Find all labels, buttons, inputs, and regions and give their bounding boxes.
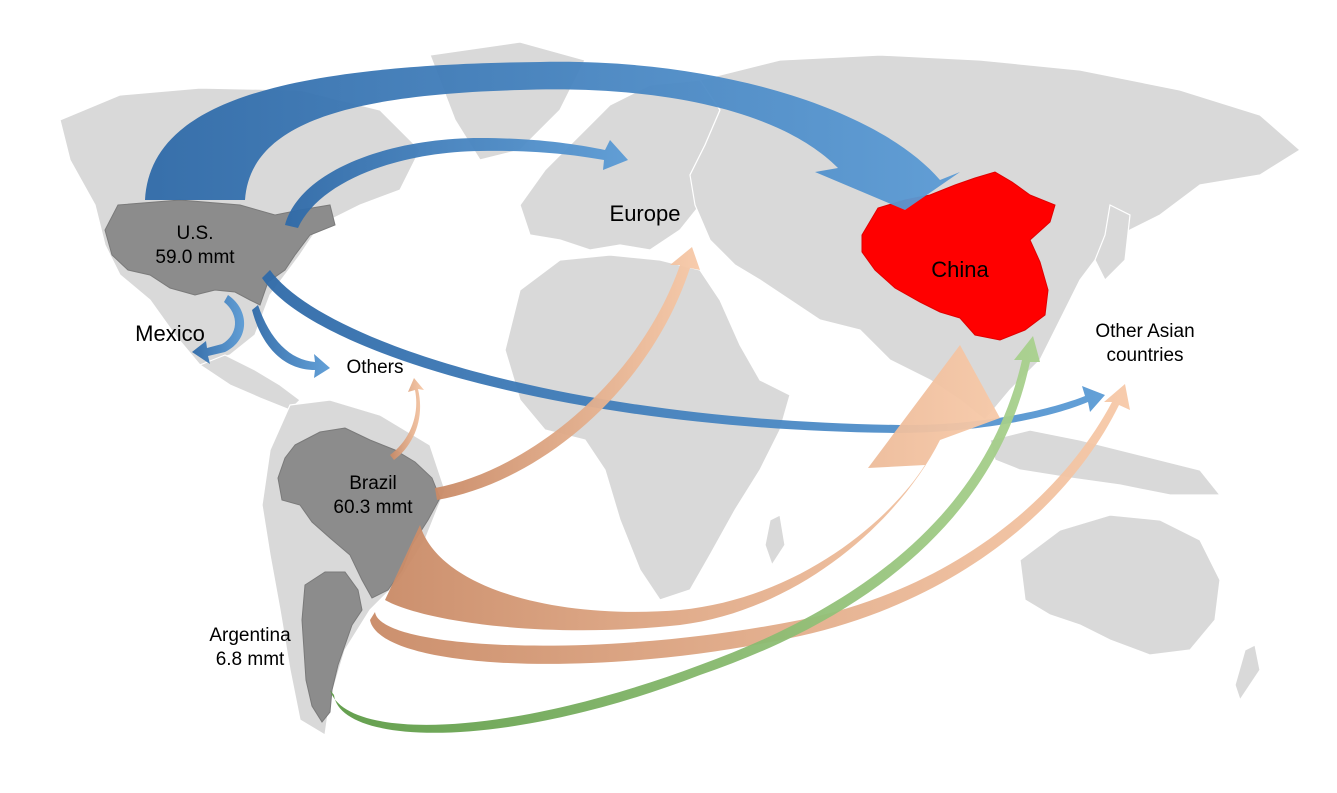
brazil-to-china-arrow [385,345,1000,631]
new-zealand-shape [1234,644,1261,702]
argentina-name: Argentina [209,625,291,646]
china-label: China [931,257,989,282]
china-shape [861,171,1056,341]
argentina-label: Argentina 6.8 mmt [190,624,310,672]
us-to-mexico-arrow [192,295,245,364]
brazil-name: Brazil [349,473,397,494]
argentina-shape [301,571,363,723]
us-name: U.S. [176,223,214,244]
australia-shape [1019,514,1221,656]
southeast-asia-islands-shape [989,429,1222,496]
others-label: Others [346,357,404,378]
central-america-shape [198,354,301,411]
us-to-europe-arrow [285,138,628,228]
argentina-volume: 6.8 mmt [215,649,285,670]
other-asian-line1: Other Asian [1095,321,1195,342]
us-volume: 59.0 mmt [155,247,235,268]
madagascar-shape [764,514,786,567]
europe-label: Europe [609,201,681,226]
brazil-label: Brazil 60.3 mmt [318,472,428,520]
mexico-label: Mexico [135,321,205,346]
us-shape [104,199,336,306]
brazil-to-others-arrow [390,378,424,460]
other-asian-line2: countries [1106,345,1184,366]
trade-flows [145,61,1130,733]
japan-shape [1094,204,1131,282]
us-to-china-arrow [145,61,960,210]
brazil-volume: 60.3 mmt [333,497,413,518]
us-to-others-arrow [252,305,330,378]
us-to-other-asian-arrow [262,270,1105,433]
other-asian-label: Other Asian countries [1075,320,1215,368]
us-label: U.S. 59.0 mmt [140,222,250,270]
africa-shape [504,254,791,601]
